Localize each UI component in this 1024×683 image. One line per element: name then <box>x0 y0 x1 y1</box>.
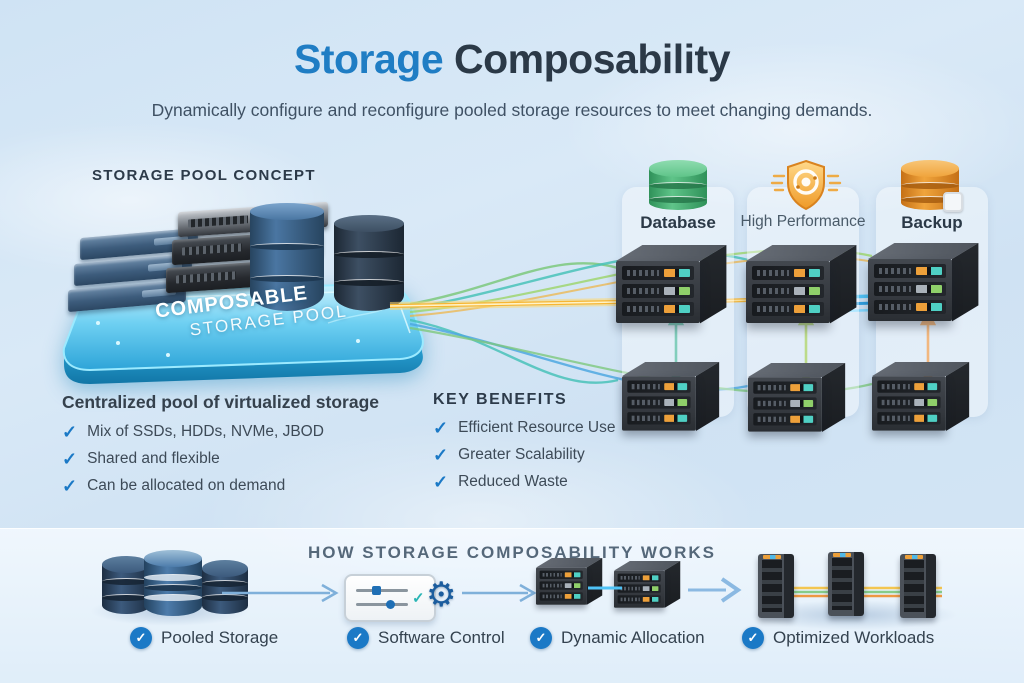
check-icon: ✓ <box>62 422 78 442</box>
workload-label-database: Database <box>640 213 716 232</box>
check-icon: ✓ <box>433 472 449 492</box>
server-tower <box>758 554 794 618</box>
link-beam-icon <box>588 586 622 590</box>
key-benefits-heading: KEY BENEFITS <box>433 391 568 408</box>
dark-storage-cylinder <box>334 215 404 315</box>
high-performance-shield-icon <box>770 159 842 211</box>
storage-pool-heading: STORAGE POOL CONCEPT <box>92 167 316 184</box>
slider-knob-icon <box>372 586 381 595</box>
benefit-item: ✓ Greater Scalability <box>433 446 615 464</box>
benefit-item-label: Greater Scalability <box>458 446 585 463</box>
step-label-optimized-workloads: ✓ Optimized Workloads <box>742 627 934 649</box>
page-title-rest: Composability <box>443 36 731 82</box>
slider-knob-icon <box>386 600 395 609</box>
dynamic-allocation-icon <box>536 558 706 624</box>
workload-label-high-performance: High Performance <box>740 213 866 230</box>
check-icon: ✓ <box>62 449 78 469</box>
pool-item-label: Shared and flexible <box>87 450 220 467</box>
flow-arrow-icon <box>222 583 339 603</box>
database-icon <box>649 160 707 212</box>
server-rack <box>746 245 866 325</box>
benefit-item: ✓ Efficient Resource Use <box>433 419 615 437</box>
check-circle-icon: ✓ <box>130 627 152 649</box>
checkmark-icon: ✓ <box>412 590 425 607</box>
check-icon: ✓ <box>433 418 449 438</box>
server-rack <box>868 243 988 323</box>
check-icon: ✓ <box>433 445 449 465</box>
server-rack <box>616 245 736 325</box>
pool-description-block: Centralized pool of virtualized storage … <box>62 392 379 495</box>
page-title: Storage Composability <box>0 36 1024 83</box>
server-rack <box>872 362 978 432</box>
how-it-works-heading: HOW STORAGE COMPOSABILITY WORKS <box>308 543 716 562</box>
backup-badge <box>943 192 963 212</box>
backup-icon <box>901 160 963 212</box>
page-title-accent: Storage <box>293 36 444 82</box>
step-label-dynamic-allocation: ✓ Dynamic Allocation <box>530 627 705 649</box>
key-benefits-block: KEY BENEFITS ✓ Efficient Resource Use ✓ … <box>433 391 615 491</box>
pooled-storage-icon <box>100 550 250 620</box>
check-circle-icon: ✓ <box>530 627 552 649</box>
software-control-icon: ✓ <box>344 574 436 622</box>
benefit-item: ✓ Reduced Waste <box>433 473 615 491</box>
check-circle-icon: ✓ <box>347 627 369 649</box>
server-rack <box>622 362 728 432</box>
pool-item-label: Mix of SSDs, HDDs, NVMe, JBOD <box>87 423 324 440</box>
server-rack <box>748 363 854 433</box>
optimized-workloads-icon <box>752 552 952 622</box>
pool-description-heading: Centralized pool of virtualized storage <box>62 392 379 412</box>
step-label-pooled-storage: ✓ Pooled Storage <box>130 627 278 649</box>
pool-item-label: Can be allocated on demand <box>87 477 286 494</box>
pool-item: ✓ Mix of SSDs, HDDs, NVMe, JBOD <box>62 423 379 441</box>
storage-pool-illustration: COMPOSABLE STORAGE POOL <box>28 193 453 413</box>
blue-storage-cylinder <box>250 203 324 315</box>
page-subtitle: Dynamically configure and reconfigure po… <box>151 100 873 120</box>
gear-icon: ⚙ <box>426 576 457 614</box>
check-circle-icon: ✓ <box>742 627 764 649</box>
check-icon: ✓ <box>62 476 78 496</box>
flow-arrow-icon <box>462 583 537 603</box>
benefit-item-label: Efficient Resource Use <box>458 419 616 436</box>
pool-item: ✓ Can be allocated on demand <box>62 477 379 495</box>
benefit-item-label: Reduced Waste <box>458 473 568 490</box>
step-label-software-control: ✓ Software Control <box>347 627 505 649</box>
workload-label-backup: Backup <box>901 213 963 232</box>
pool-item: ✓ Shared and flexible <box>62 450 379 468</box>
flow-arrow-icon <box>688 577 742 603</box>
server-tower <box>900 554 936 618</box>
server-tower <box>828 552 864 616</box>
